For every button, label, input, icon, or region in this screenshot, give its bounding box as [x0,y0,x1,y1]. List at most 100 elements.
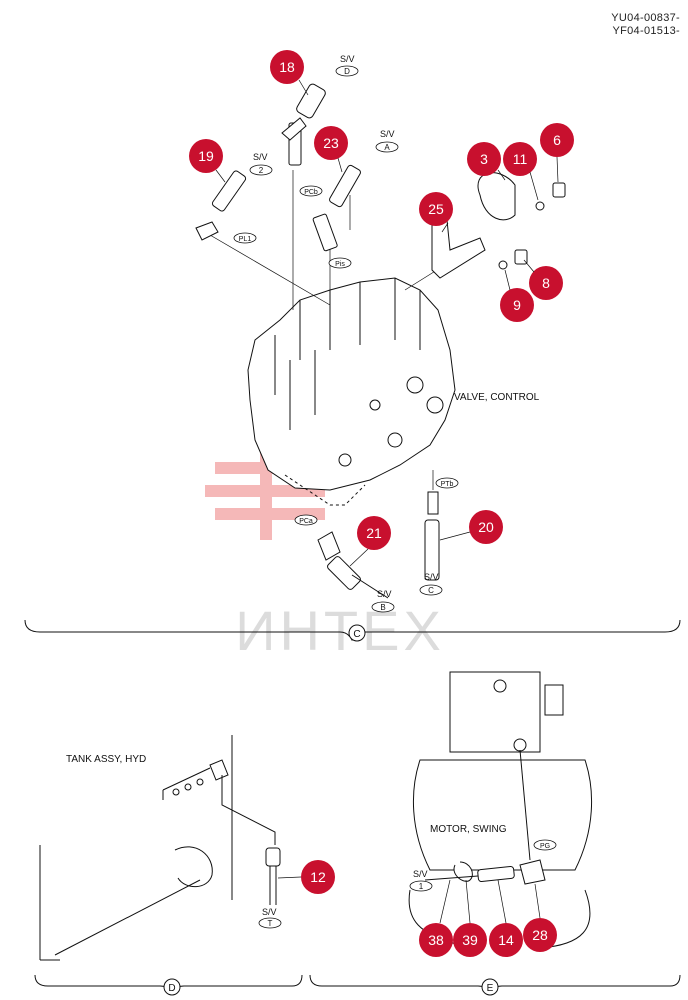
section-e-circle [481,978,499,996]
sv-label-c: S/V [424,572,439,582]
doc-ref-2: YF04-01513- [612,25,680,37]
control-valve-drawing [247,277,456,506]
callout-28[interactable]: 28 [523,918,557,952]
section-d-letter: D [168,983,175,994]
sv-tag-2: 2 [259,166,264,175]
sv-tag-a: A [384,143,390,152]
port-tag-pg: PG [540,843,550,850]
sv-tag-a-outline [375,141,399,153]
tank-drawing [39,735,281,961]
valve-control-label: VALVE, CONTROL [454,392,540,403]
section-de-braces [34,974,681,996]
sv-tag-b-outline [371,601,395,613]
fitting-ptb [427,491,439,515]
callout-leaders [215,79,559,924]
callout-28-label: 28 [532,927,548,943]
hose-21 [327,556,361,590]
hose-21-tail [351,574,389,599]
motor-label: MOTOR, SWING [430,824,507,835]
sv-tag-t-outline [258,917,282,929]
sv-tag-d-outline [335,65,359,77]
hose-19 [211,170,247,212]
sv-tag-t: T [268,919,273,928]
clamp-3 [477,172,516,221]
washer-11 [535,201,545,211]
watermark-text: ИНТЕХ [235,599,445,662]
callout-23[interactable]: 23 [314,126,348,160]
callout-19[interactable]: 19 [189,139,223,173]
tank-hole-1 [172,788,180,796]
clamp-bracket [431,172,566,279]
watermark-logo: ИНТЕХ [205,420,445,662]
sv-label-a: S/V [380,129,395,139]
callout-18[interactable]: 18 [270,50,304,84]
sv-label-d: S/V [340,54,355,64]
doc-ref-1: YU04-00837- [611,12,680,24]
callout-6[interactable]: 6 [540,123,574,157]
section-c-circle [348,624,366,642]
hose-20 [424,519,440,581]
valve-port-5 [369,399,381,411]
hose-18 [296,83,326,119]
pg-leader [519,749,531,861]
sv-tag-1-outline [409,880,433,892]
port-tag-pca: PCa [299,518,313,525]
callout-9[interactable]: 9 [500,288,534,322]
sv-tag-c: C [428,586,434,595]
port-tag-pg-outline [533,839,557,851]
callout-6-label: 6 [553,132,561,148]
tank-hole-3 [196,778,204,786]
callout-21[interactable]: 21 [357,516,391,550]
sv-label-2: S/V [253,152,268,162]
port-tag-ptb-outline [435,477,459,489]
hose-23 [329,164,361,208]
hose-14 [477,865,515,883]
callout-11[interactable]: 11 [503,142,537,176]
tank-fitting [209,759,229,781]
sv-tag-1: 1 [419,882,424,891]
bolt-6 [552,182,566,198]
motor-body [413,759,592,871]
callout-3[interactable]: 3 [467,142,501,176]
motor-side-block [544,684,564,716]
valve-hidden-line [284,474,366,506]
section-c-letter: C [353,629,360,640]
callout-12[interactable]: 12 [301,860,335,894]
sv-label-b: S/V [377,589,392,599]
callout-12-label: 12 [310,869,326,885]
callout-8[interactable]: 8 [529,266,563,300]
tank-hole-2 [184,783,192,791]
sv-tag-d: D [344,67,350,76]
fitting-pl1 [195,221,219,241]
fittings [195,83,440,599]
sv-labels-c: S/V D S/V 2 S/V A S/V B S/V C [249,54,443,613]
callout-19-label: 19 [198,148,214,164]
fitting-pis [312,213,338,252]
callout-39[interactable]: 39 [453,923,487,957]
port-tag-pca-outline [294,514,318,526]
valve-port-3 [387,432,403,448]
valve-port-4 [338,453,352,467]
port-tag-pis-outline [328,257,352,269]
tank-label: TANK ASSY, HYD [66,754,146,765]
callout-21-label: 21 [366,525,382,541]
fitting-elbow-head [281,117,307,141]
port-tag-pcb: PCb [304,189,318,196]
callout-20[interactable]: 20 [469,510,503,544]
sv-label-1: S/V [413,869,428,879]
callout-39-label: 39 [462,932,478,948]
section-c-brace [24,619,681,642]
hose-38-line [424,875,479,881]
callout-38[interactable]: 38 [419,923,453,957]
callout-14[interactable]: 14 [489,923,523,957]
callout-25[interactable]: 25 [419,192,453,226]
hose-12 [265,847,281,867]
port-tag-pis: Pis [335,261,345,268]
motor-bolt-1 [493,679,507,693]
valve-port-1 [406,376,424,394]
valve-spool-lines-2 [274,335,316,430]
callout-14-label: 14 [498,932,514,948]
motor-port-pg [513,738,527,752]
tank-top-edge [162,767,211,791]
